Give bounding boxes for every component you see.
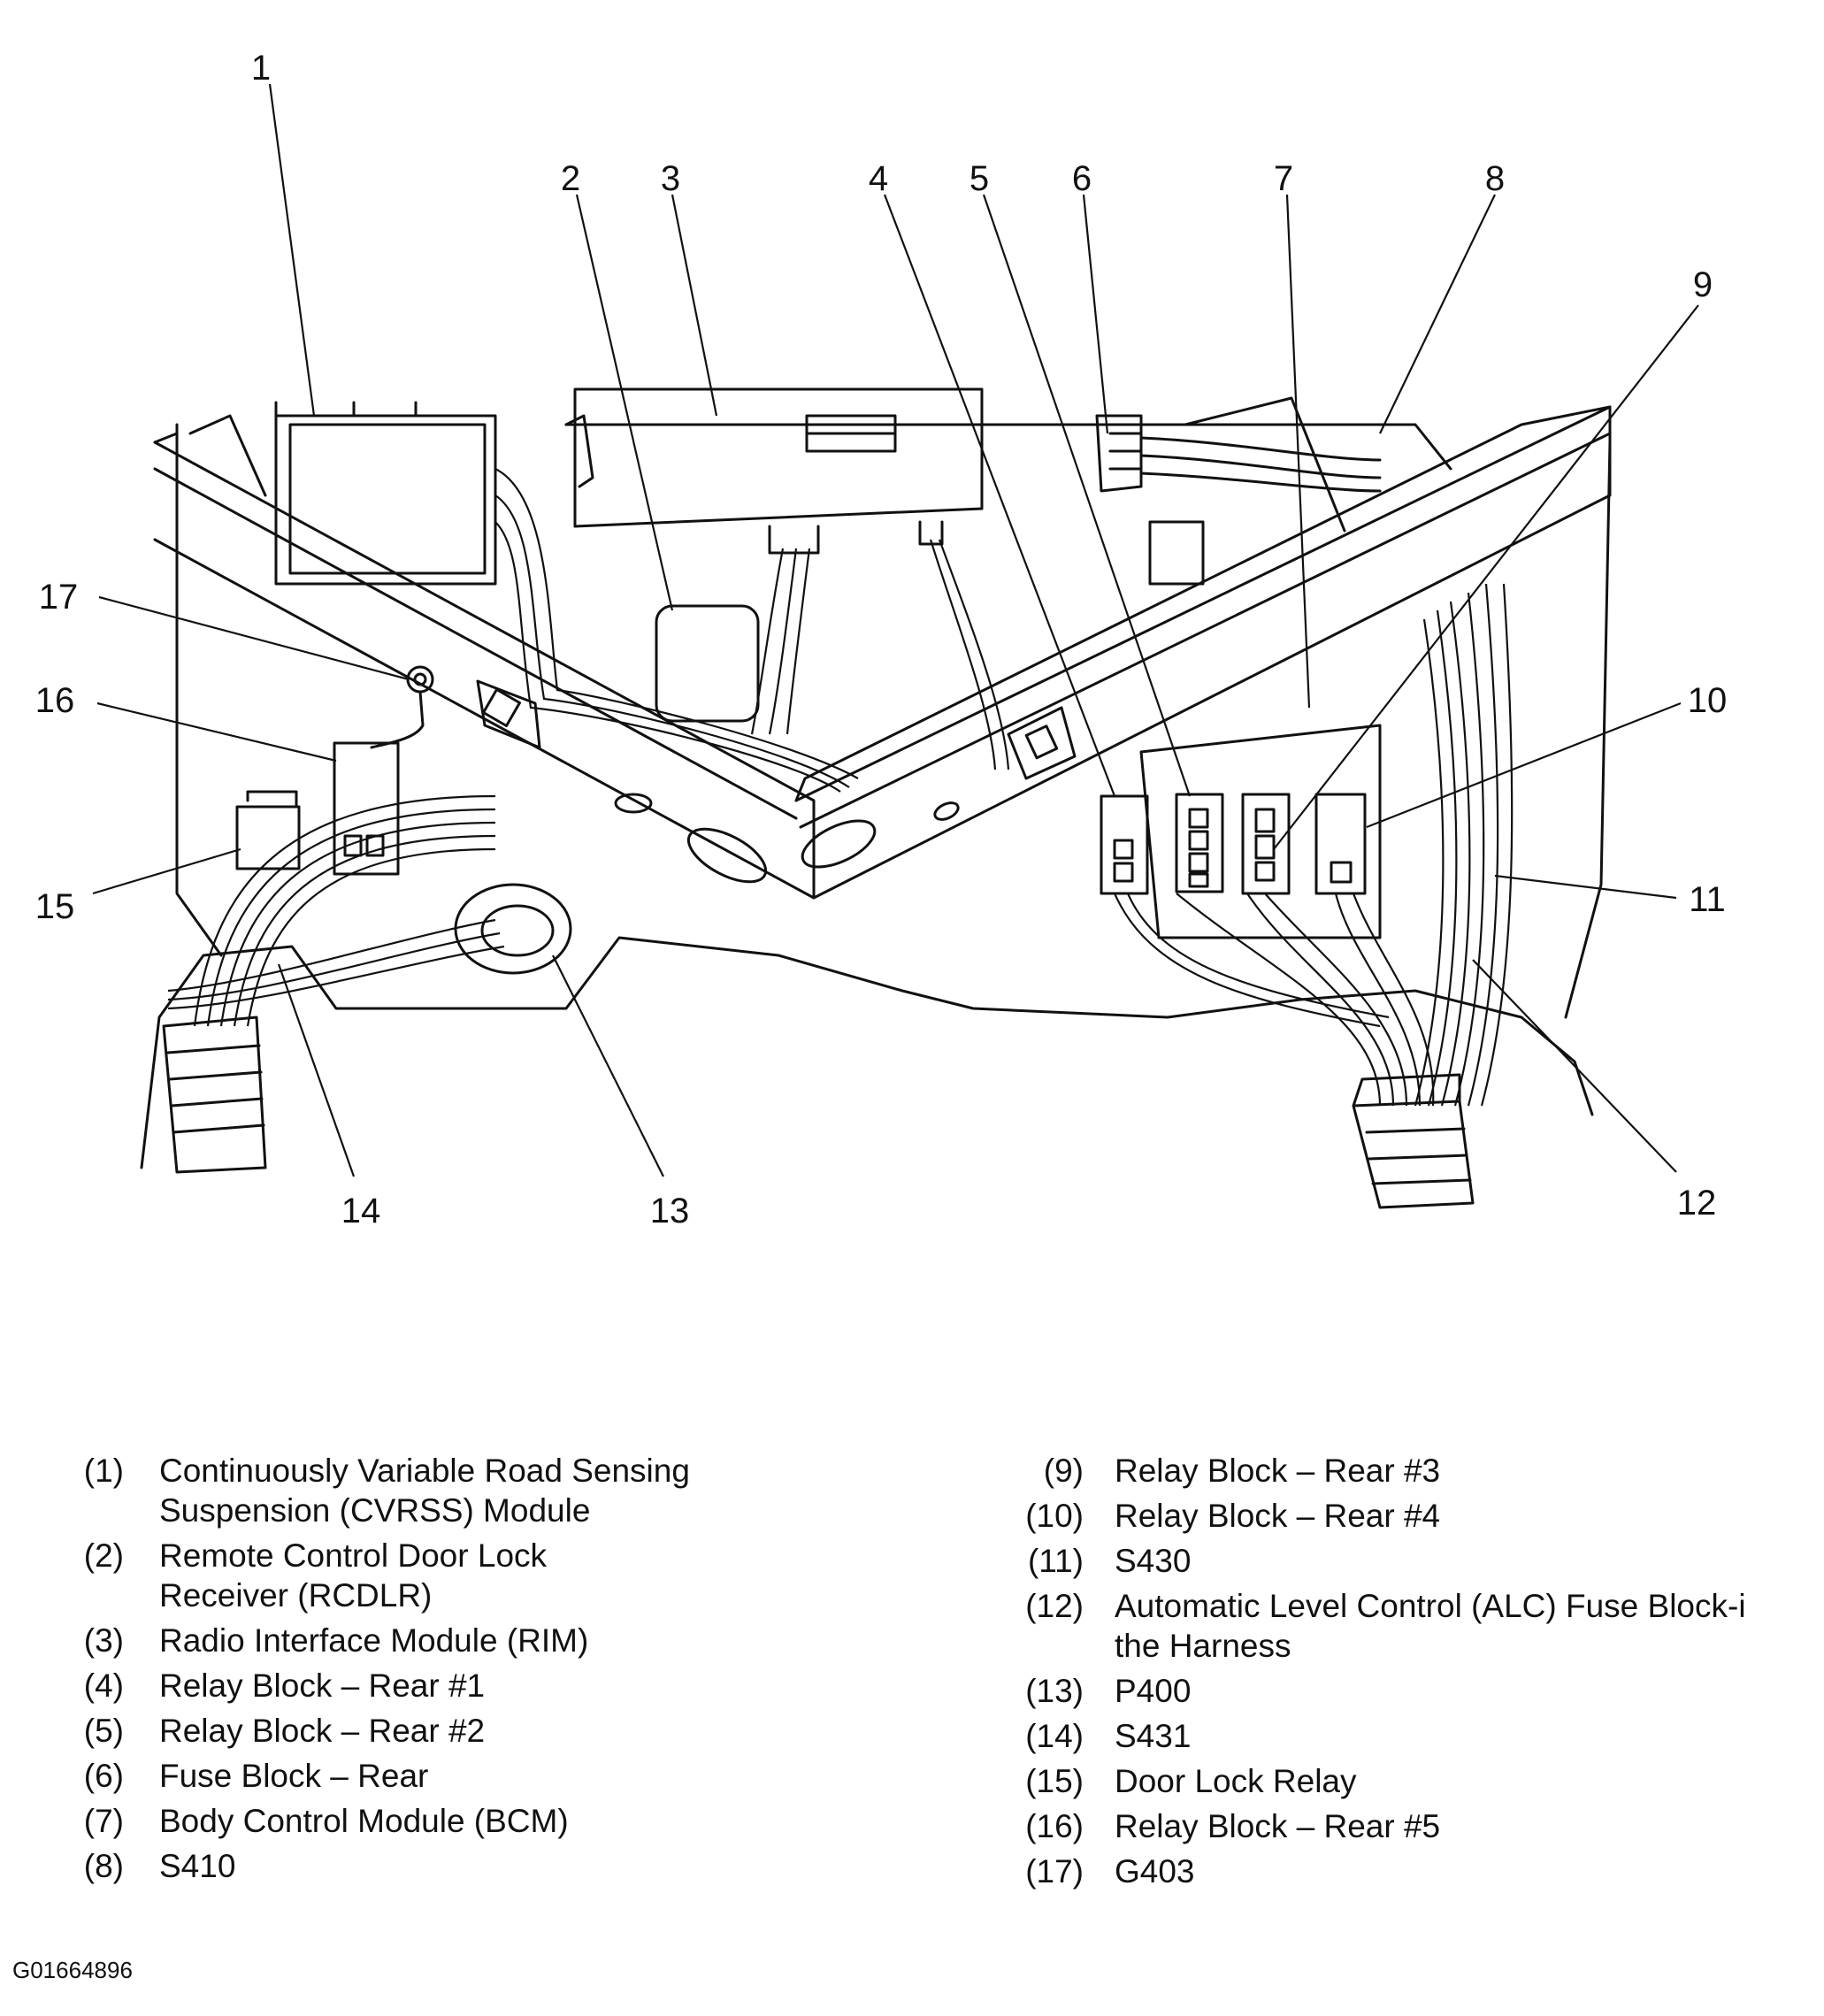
legend-text: Continuously Variable Road Sensing Suspe… (159, 1453, 690, 1529)
relay-block-rear-3-shape (1241, 793, 1291, 895)
legend-number: (16) (1025, 1808, 1084, 1844)
callout-14: 14 (341, 1192, 381, 1230)
left-harness-connector (162, 1016, 267, 1174)
legend-text: Body Control Module (BCM) (159, 1803, 569, 1839)
legend-column-right: (9) Relay Block – Rear #3 (10) Relay Block… (995, 1451, 1809, 1897)
right-harness-connector (1352, 1073, 1475, 1209)
fuse-block-rear-shape (1095, 414, 1382, 493)
legend-text: Relay Block – Rear #4 (1115, 1498, 1441, 1534)
legend-item: (3) Radio Interface Module (RIM) (44, 1621, 823, 1660)
legend-item: (12) Automatic Level Control (ALC) Fuse B… (995, 1586, 1809, 1666)
legend-number: (13) (1025, 1673, 1084, 1709)
legend-number: (2) (83, 1537, 124, 1574)
callout-5: 5 (969, 159, 989, 198)
cvrss-module-shape (274, 401, 497, 586)
figure-id: G01664896 (12, 1957, 133, 1983)
legend-number: (1) (83, 1453, 124, 1489)
p400-grommet-shape (454, 883, 572, 975)
relay-block-rear-5-shape (333, 741, 400, 876)
legend-number: (17) (1025, 1853, 1084, 1890)
legend-text: Relay Block – Rear #1 (159, 1667, 486, 1704)
legend-item: (15) Door Lock Relay (995, 1761, 1809, 1801)
legend-item: (16) Relay Block – Rear #5 (995, 1806, 1809, 1846)
legend-number: (6) (83, 1758, 124, 1794)
legend-text: Relay Block – Rear #2 (159, 1713, 486, 1749)
legend-number: (14) (1025, 1718, 1084, 1754)
legend-item: (11) S430 (995, 1541, 1809, 1581)
legend-item: (1) Continuously Variable Road Sensing Su… (44, 1451, 823, 1530)
legend-number: (10) (1025, 1498, 1084, 1534)
legend-text: Door Lock Relay (1115, 1763, 1357, 1799)
legend-text: Relay Block – Rear #3 (1115, 1453, 1441, 1489)
callout-11: 11 (1689, 880, 1726, 919)
legend-number: (15) (1025, 1763, 1084, 1799)
relay-block-rear-2-shape (1175, 793, 1224, 893)
callout-leader-lines (92, 83, 1699, 1177)
legend-number: (11) (1027, 1543, 1084, 1579)
callout-13: 13 (650, 1192, 690, 1230)
legend-text: Radio Interface Module (RIM) (159, 1622, 589, 1659)
callout-8: 8 (1485, 159, 1505, 198)
callout-12: 12 (1677, 1184, 1717, 1223)
legend-number: (7) (83, 1803, 124, 1839)
callout-7: 7 (1274, 159, 1293, 198)
legend-item: (4) Relay Block – Rear #1 (44, 1666, 823, 1706)
legend-text: S410 (159, 1848, 236, 1884)
legend-text: S430 (1115, 1543, 1192, 1579)
callout-10: 10 (1688, 681, 1728, 720)
legend-text: G403 (1115, 1853, 1195, 1890)
left-crossbeam (153, 432, 816, 900)
legend-item: (5) Relay Block – Rear #2 (44, 1711, 823, 1751)
legend-number: (4) (83, 1667, 124, 1704)
wire-harness (167, 468, 1514, 1107)
relay-block-rear-1-shape (1100, 794, 1149, 895)
legend-number: (3) (83, 1622, 124, 1659)
legend-item: (10) Relay Block – Rear #4 (995, 1496, 1809, 1536)
legend-item: (14) S431 (995, 1716, 1809, 1756)
callout-6: 6 (1072, 159, 1092, 198)
right-crossbeam (794, 405, 1612, 900)
legend-text: Fuse Block – Rear (159, 1758, 429, 1794)
legend-number: (12) (1025, 1588, 1084, 1624)
legend-text: Relay Block – Rear #5 (1115, 1808, 1441, 1844)
component-legend: (1) Continuously Variable Road Sensing Su… (0, 1451, 1824, 1946)
callout-9: 9 (1693, 265, 1713, 304)
legend-column-left: (1) Continuously Variable Road Sensing Su… (44, 1451, 823, 1891)
callout-3: 3 (661, 159, 680, 198)
legend-item: (2) Remote Control Door Lock Receiver (RC… (44, 1536, 823, 1615)
legend-item: (9) Relay Block – Rear #3 (995, 1451, 1809, 1491)
callout-15: 15 (35, 887, 75, 926)
body-panel-outline (140, 936, 1594, 1169)
g403-ground-shape (370, 665, 434, 749)
legend-item: (7) Body Control Module (BCM) (44, 1801, 823, 1841)
callout-2: 2 (561, 159, 580, 198)
callout-17: 17 (39, 578, 79, 617)
legend-number: (5) (83, 1713, 124, 1749)
door-lock-relay-shape (235, 790, 301, 870)
rcdlr-shape (655, 604, 760, 723)
legend-item: (17) G403 (995, 1851, 1809, 1891)
legend-item: (8) S410 (44, 1846, 823, 1886)
relay-block-rear-4-shape (1314, 793, 1367, 895)
legend-text: P400 (1115, 1673, 1192, 1709)
legend-item: (6) Fuse Block – Rear (44, 1756, 823, 1796)
legend-item: (13) P400 (995, 1671, 1809, 1711)
rim-module-shape (564, 387, 984, 555)
callout-1: 1 (251, 49, 271, 88)
callout-16: 16 (35, 681, 75, 720)
callout-4: 4 (869, 159, 888, 198)
legend-text: Automatic Level Control (ALC) Fuse Block… (1115, 1588, 1746, 1664)
legend-number: (8) (83, 1848, 124, 1884)
component-locator-drawing: 1 2 3 4 5 6 7 8 9 10 11 12 13 14 15 16 1… (35, 49, 1728, 1230)
legend-text: Remote Control Door Lock Receiver (RCDLR… (159, 1537, 548, 1614)
legend-text: S431 (1115, 1718, 1192, 1754)
legend-number: (9) (1043, 1453, 1084, 1489)
bcm-shape (1139, 520, 1382, 939)
